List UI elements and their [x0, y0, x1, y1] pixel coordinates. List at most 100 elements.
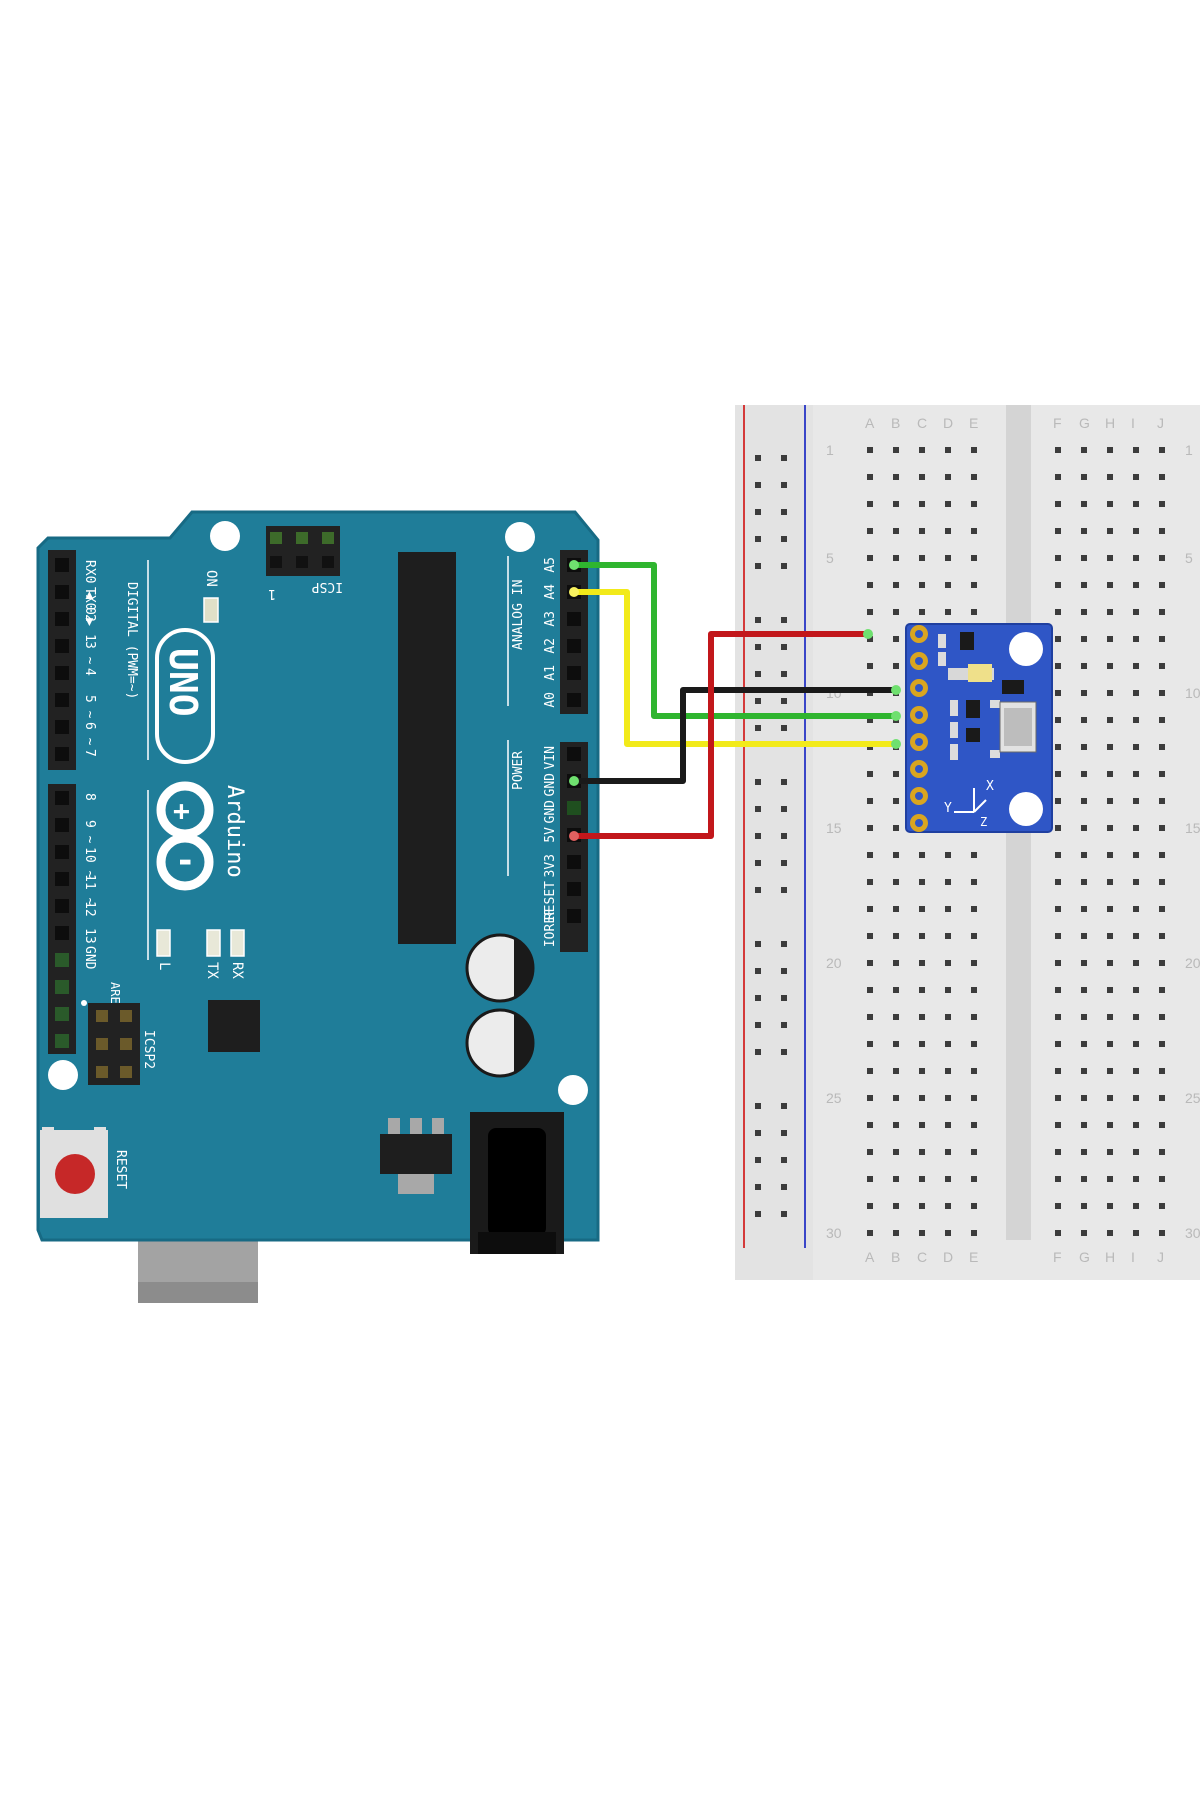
breadboard-hole: [1159, 1230, 1165, 1236]
breadboard-hole: [1055, 555, 1061, 561]
digital-pin-hole: [55, 612, 69, 626]
column-label: J: [1157, 415, 1164, 431]
breadboard-hole: [1081, 1095, 1087, 1101]
wire-black-gnd: [571, 687, 899, 784]
breadboard-hole: [1107, 1203, 1113, 1209]
icsp2-pin: [120, 1038, 132, 1050]
sensor-components: [938, 632, 1037, 760]
digital-pin-hole: [55, 720, 69, 734]
breadboard-hole: [1081, 825, 1087, 831]
breadboard-hole: [867, 636, 873, 642]
breadboard-hole: [1081, 609, 1087, 615]
breadboard-hole: [1159, 771, 1165, 777]
voltage-regulator: [380, 1118, 452, 1194]
analog-pin-hole: [567, 612, 581, 626]
rail-hole: [755, 1049, 761, 1055]
main-microcontroller: [398, 552, 456, 944]
breadboard-hole: [1107, 960, 1113, 966]
breadboard-hole: [1055, 1230, 1061, 1236]
breadboard-hole: [1081, 771, 1087, 777]
rail-hole: [781, 671, 787, 677]
rail-hole: [755, 779, 761, 785]
breadboard-hole: [1081, 960, 1087, 966]
breadboard-hole: [1133, 825, 1139, 831]
breadboard-hole: [1081, 690, 1087, 696]
rail-hole: [781, 1130, 787, 1136]
breadboard-hole: [1081, 582, 1087, 588]
icsp-pin1-label: 1: [268, 586, 276, 601]
breadboard-hole: [971, 1203, 977, 1209]
uno-badge: [155, 628, 215, 764]
analog-pin-label: A2: [543, 638, 558, 654]
icsp-pin: [296, 532, 308, 544]
breadboard-hole: [1055, 663, 1061, 669]
rail-hole: [781, 482, 787, 488]
breadboard-hole: [1133, 690, 1139, 696]
rail-hole: [755, 806, 761, 812]
rail-hole: [755, 941, 761, 947]
column-label: G: [1079, 1249, 1090, 1265]
rail-hole: [781, 563, 787, 569]
breadboard-hole: [867, 960, 873, 966]
breadboard-hole: [1055, 582, 1061, 588]
breadboard-hole: [867, 1068, 873, 1074]
breadboard-rail-area: [735, 405, 813, 1280]
column-label: D: [943, 415, 953, 431]
breadboard-hole: [893, 852, 899, 858]
axis-indicator: X Y Z: [944, 779, 994, 829]
column-label: F: [1053, 415, 1062, 431]
digital-pin-label: 8: [82, 793, 97, 801]
breadboard-hole: [1107, 609, 1113, 615]
breadboard-hole: [893, 798, 899, 804]
breadboard-hole: [1107, 879, 1113, 885]
breadboard-hole: [945, 474, 951, 480]
breadboard-hole: [919, 879, 925, 885]
breadboard-hole: [1159, 1068, 1165, 1074]
digital-gnd-label: GND: [82, 946, 97, 970]
column-label: C: [917, 415, 927, 431]
endpoint-bb-green: [891, 711, 901, 721]
digital-header-top: [48, 550, 76, 770]
column-label: I: [1131, 415, 1135, 431]
breadboard-hole: [1107, 474, 1113, 480]
wire-green-scl: [571, 562, 899, 719]
digital-pin-hole: [55, 899, 69, 913]
breadboard-hole: [1107, 744, 1113, 750]
breadboard-hole: [971, 852, 977, 858]
breadboard-hole: [971, 987, 977, 993]
reset-button[interactable]: [40, 1127, 108, 1218]
breadboard-hole: [971, 1230, 977, 1236]
wire-endpoints: [569, 560, 901, 841]
sensor-pin-hole: [915, 630, 923, 638]
icsp-pin: [322, 556, 334, 568]
icsp2-pin: [96, 1010, 108, 1022]
digital-pin-hole: [55, 666, 69, 680]
row-label: 15: [1185, 820, 1200, 836]
breadboard-hole: [1133, 879, 1139, 885]
breadboard-hole: [1107, 906, 1113, 912]
breadboard-hole: [1055, 1095, 1061, 1101]
breadboard-hole: [1055, 987, 1061, 993]
breadboard-hole: [1081, 663, 1087, 669]
breadboard-hole: [1133, 1068, 1139, 1074]
rail-hole: [781, 644, 787, 650]
column-label: A: [865, 1249, 875, 1265]
breadboard-hole: [893, 528, 899, 534]
digital-pin-hole: [55, 980, 69, 994]
rail-hole: [755, 698, 761, 704]
column-label: H: [1105, 1249, 1115, 1265]
digital-pin-hole: [55, 1007, 69, 1021]
breadboard-hole: [1081, 474, 1087, 480]
column-label: F: [1053, 1249, 1062, 1265]
breadboard-hole: [1055, 1149, 1061, 1155]
reset-button-cap[interactable]: [55, 1154, 95, 1194]
breadboard-hole: [867, 609, 873, 615]
breadboard-hole: [867, 447, 873, 453]
digital-pin-hole: [55, 926, 69, 940]
power-pin-label: IOREF: [543, 908, 558, 947]
breadboard-hole: [971, 960, 977, 966]
axis-x-label: X: [986, 779, 994, 794]
digital-pin-label: 2: [82, 614, 97, 622]
